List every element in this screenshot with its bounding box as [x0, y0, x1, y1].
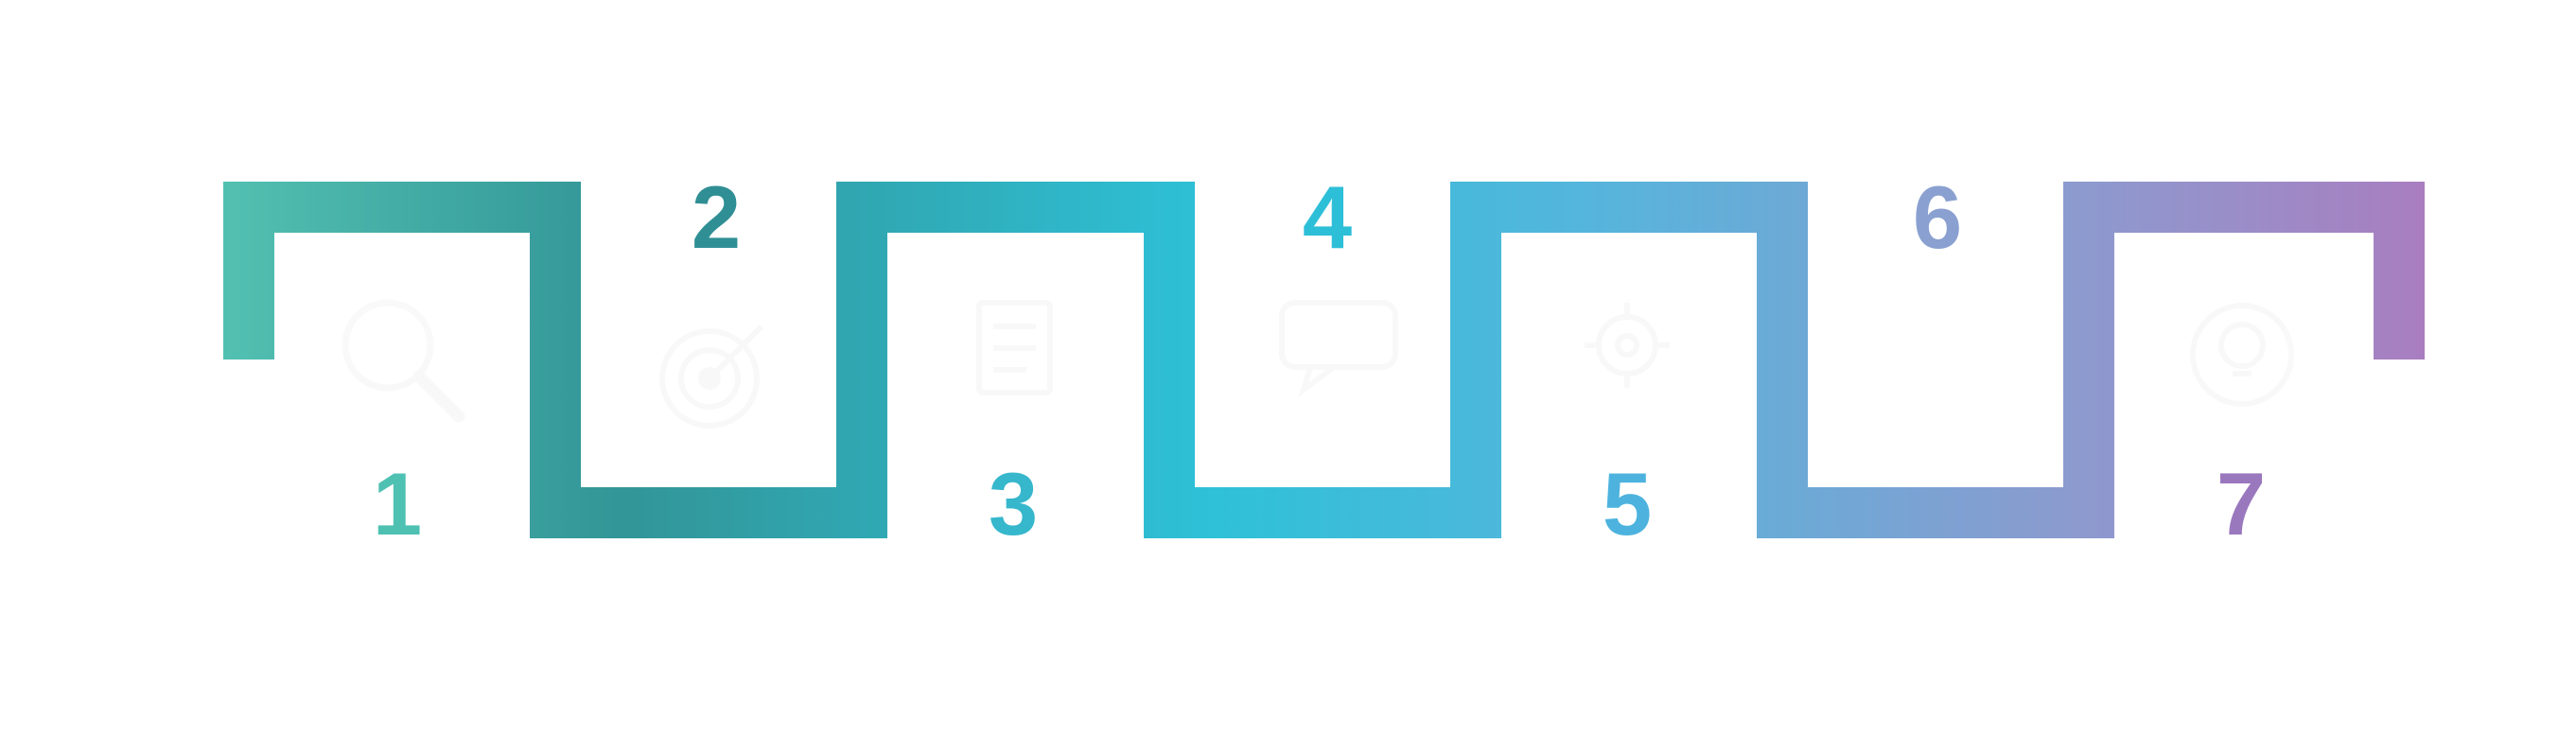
- gear-icon: [1585, 303, 1670, 388]
- step-number-7: 7: [2216, 454, 2267, 553]
- search-icon: [342, 299, 465, 423]
- process-path-line: [223, 182, 2425, 538]
- step-number-4: 4: [1302, 167, 1353, 267]
- step-number-3: 3: [988, 454, 1039, 553]
- chat-icon: [1279, 300, 1398, 397]
- step-number-6: 6: [1912, 167, 1963, 267]
- document-icon: [976, 300, 1053, 395]
- lightbulb-icon: [2190, 303, 2294, 407]
- step-number-2: 2: [691, 167, 742, 267]
- growth-chart-icon: [1868, 303, 2007, 416]
- target-icon: [659, 324, 764, 429]
- step-number-5: 5: [1602, 454, 1653, 553]
- step-number-1: 1: [372, 454, 423, 553]
